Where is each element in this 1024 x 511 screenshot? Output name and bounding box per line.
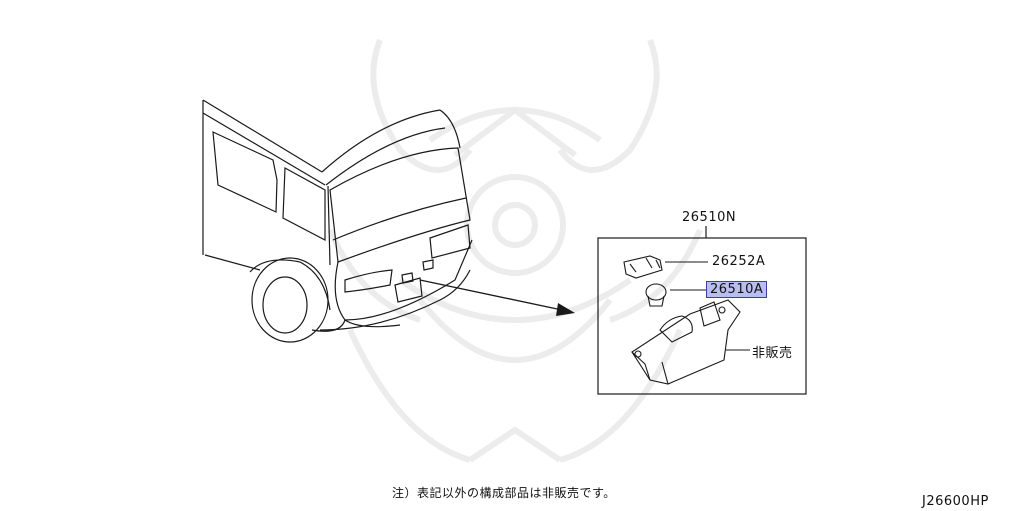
- vehicle-rear-illustration: [202, 99, 473, 343]
- pointer-arrow: [419, 279, 575, 316]
- bulb-part: [645, 283, 708, 307]
- samurai-helmet-watermark: [327, 38, 703, 463]
- group-part-number[interactable]: 26510N: [682, 210, 737, 225]
- bulb-socket-part: [623, 255, 708, 279]
- lamp-housing-part: [631, 299, 750, 385]
- part-not-for-sale-label: 非販売: [752, 346, 793, 361]
- diagram-id: J26600HP: [922, 494, 989, 509]
- detail-box: [597, 237, 807, 395]
- part-number-bulb-highlighted[interactable]: 26510A: [706, 281, 768, 298]
- footnote: 注）表記以外の構成部品は非販売です。: [392, 486, 616, 500]
- part-number-socket[interactable]: 26252A: [712, 254, 766, 269]
